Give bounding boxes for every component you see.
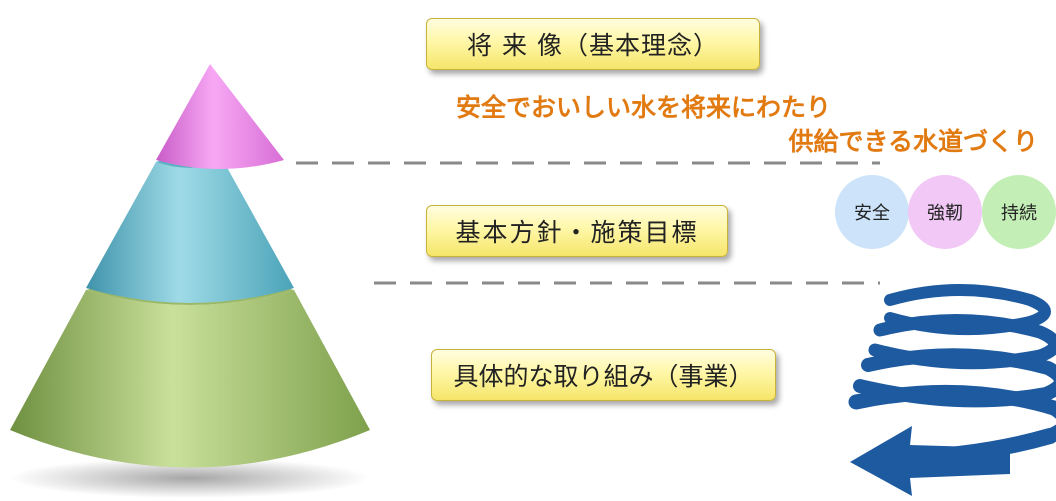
pillar-resilience: 強靭 <box>908 175 982 249</box>
projects-label: 具体的な取り組み（事業） <box>431 349 776 401</box>
vision-label: 将 来 像（基本理念） <box>426 18 760 70</box>
policy-label: 基本方針・施策目標 <box>426 205 728 257</box>
vision-text-line2: 供給できる水道づくり <box>788 127 1038 156</box>
vision-text-line1: 安全でおいしい水を将来にわたり <box>456 93 832 122</box>
pillar-sustainability: 持続 <box>982 175 1056 249</box>
pyramid-shadow <box>10 458 370 498</box>
spiral-arrow-icon <box>848 284 1056 466</box>
pyramid-middle-tier <box>86 156 294 303</box>
pyramid-bottom-tier <box>10 276 370 468</box>
spiral-arrow-head <box>850 426 1010 496</box>
pillar-safety: 安全 <box>835 175 909 249</box>
pyramid-top-tier <box>156 64 284 169</box>
